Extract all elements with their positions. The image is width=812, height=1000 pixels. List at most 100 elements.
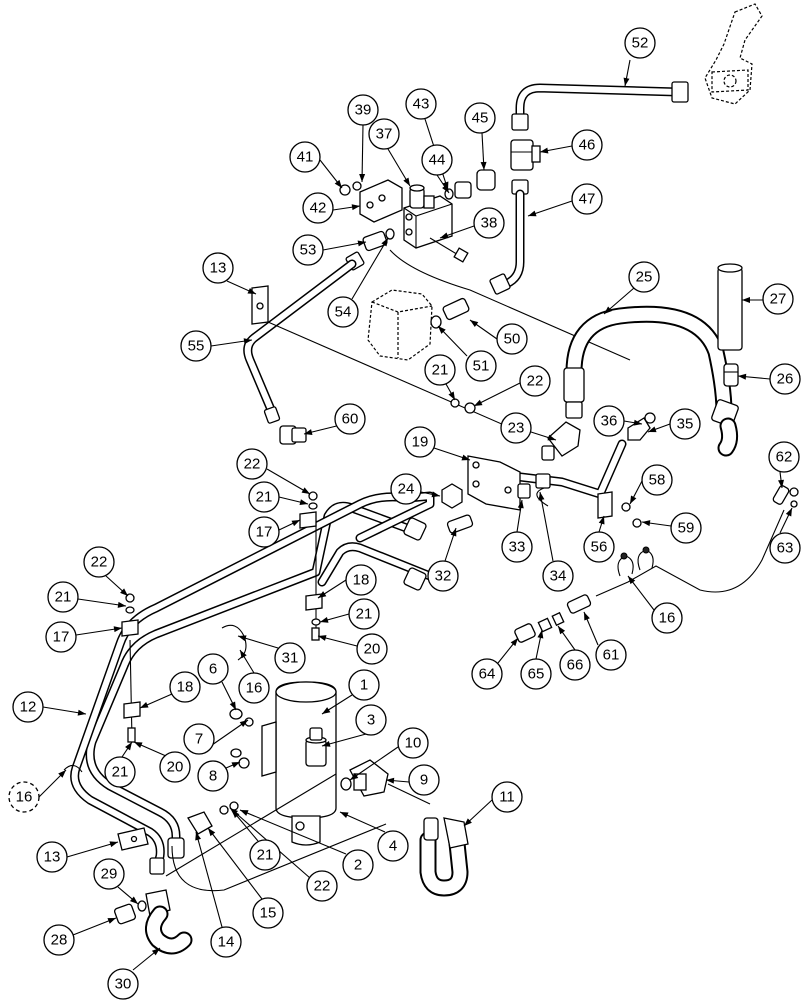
oring-10 <box>340 777 352 791</box>
leader-arrowhead <box>239 720 248 728</box>
leader-line <box>207 827 263 900</box>
svg-text:9: 9 <box>420 772 428 789</box>
fitting-26 <box>723 363 739 387</box>
svg-text:16: 16 <box>16 789 33 806</box>
callout: 28 <box>43 924 75 956</box>
svg-text:26: 26 <box>777 371 794 388</box>
svg-text:22: 22 <box>244 456 261 473</box>
callout: 22 <box>306 870 338 902</box>
leader-arrowhead <box>247 287 256 294</box>
callout: 66 <box>559 649 591 681</box>
dashed-component <box>367 289 433 361</box>
callout: 52 <box>624 27 656 59</box>
svg-text:17: 17 <box>53 629 70 646</box>
leader-arrowhead <box>628 576 636 585</box>
leader-arrowhead <box>538 492 545 501</box>
tube-upper-long <box>70 491 435 875</box>
clip-18-left <box>123 701 141 719</box>
svg-text:35: 35 <box>677 416 694 433</box>
leader-arrowhead <box>442 184 449 193</box>
leader-arrowhead <box>738 373 747 380</box>
svg-text:12: 12 <box>20 699 37 716</box>
svg-text:50: 50 <box>504 331 521 348</box>
svg-text:54: 54 <box>335 304 352 321</box>
svg-text:52: 52 <box>632 35 649 52</box>
leader-arrowhead <box>240 650 247 659</box>
tube-52 <box>511 81 689 131</box>
callout: 20 <box>356 633 388 665</box>
leader-arrowhead <box>195 832 202 841</box>
callout: 39 <box>347 94 379 126</box>
leader-line <box>239 809 347 855</box>
callout: 20 <box>159 751 191 783</box>
fitting-32 <box>446 514 474 534</box>
callout: 53 <box>292 234 324 266</box>
fitting-46 <box>510 139 541 171</box>
leader-line <box>539 491 554 562</box>
callout: 37 <box>368 118 400 150</box>
callout: 18 <box>345 564 377 596</box>
callout: 9 <box>408 764 440 796</box>
svg-text:21: 21 <box>112 764 129 781</box>
fitting-43-44-45 <box>444 169 496 200</box>
svg-text:25: 25 <box>636 269 653 286</box>
svg-text:44: 44 <box>429 152 446 169</box>
leader-line <box>351 237 389 300</box>
svg-text:51: 51 <box>473 358 490 375</box>
callout: 25 <box>628 261 660 293</box>
leader-arrowhead <box>623 77 630 86</box>
leader-arrowhead <box>208 828 216 837</box>
callout: 55 <box>180 330 212 362</box>
callout: 35 <box>669 408 701 440</box>
callout: 16 <box>8 781 40 813</box>
callout: 32 <box>427 560 459 592</box>
svg-text:21: 21 <box>256 489 273 506</box>
svg-text:55: 55 <box>188 338 205 355</box>
fitting-28-29-30 <box>114 889 193 955</box>
leader-line <box>77 598 127 607</box>
leader-arrowhead <box>231 762 240 768</box>
leader-arrowhead <box>630 495 637 504</box>
callout: 14 <box>210 926 242 958</box>
svg-text:6: 6 <box>209 661 217 678</box>
leader-arrowhead <box>464 818 472 826</box>
svg-text:42: 42 <box>310 200 327 217</box>
svg-text:45: 45 <box>472 110 489 127</box>
sleeve-27 <box>717 263 743 351</box>
leader-arrowhead <box>510 638 518 647</box>
leader-arrowhead <box>58 770 66 778</box>
callout: 63 <box>769 532 801 564</box>
svg-text:64: 64 <box>479 666 496 683</box>
svg-text:28: 28 <box>51 932 68 949</box>
svg-text:65: 65 <box>528 666 545 683</box>
svg-text:20: 20 <box>167 759 184 776</box>
callout: 13 <box>202 252 234 284</box>
plate-13-top <box>251 285 269 325</box>
leader-arrowhead <box>537 630 544 639</box>
svg-text:16: 16 <box>246 680 263 697</box>
svg-text:47: 47 <box>579 191 596 208</box>
leader-arrowhead <box>322 741 331 747</box>
svg-text:31: 31 <box>282 650 299 667</box>
clip-56 <box>597 491 613 519</box>
callout: 8 <box>197 760 229 792</box>
svg-text:36: 36 <box>601 413 618 430</box>
leader-arrowhead <box>151 948 160 956</box>
leader-arrowhead <box>470 320 479 328</box>
leader-arrowhead <box>386 777 395 784</box>
callout: 13 <box>36 841 68 873</box>
svg-text:32: 32 <box>435 568 452 585</box>
callout: 22 <box>519 365 551 397</box>
callout: 47 <box>571 183 603 215</box>
callout: 1 <box>348 669 380 701</box>
leader-arrowhead <box>604 306 613 314</box>
svg-text:18: 18 <box>177 679 194 696</box>
callout: 36 <box>593 405 625 437</box>
callout: 51 <box>465 350 497 382</box>
callout: 65 <box>520 658 552 690</box>
clip-14 <box>187 811 213 835</box>
svg-text:11: 11 <box>499 789 515 806</box>
leader-arrowhead <box>648 426 657 433</box>
leader-arrowhead <box>350 772 359 780</box>
callout: 64 <box>471 658 503 690</box>
